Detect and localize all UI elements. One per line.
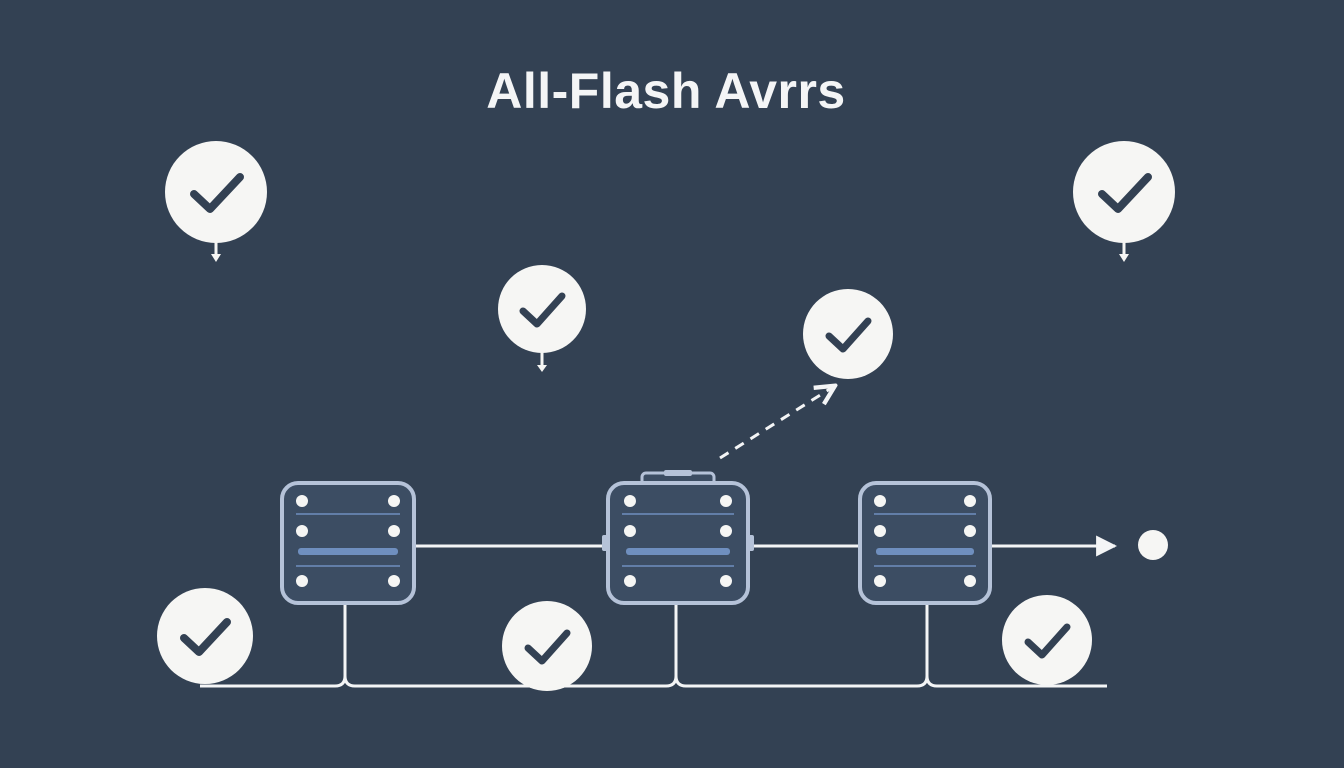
dashed-link xyxy=(719,387,833,460)
check-icon xyxy=(498,265,586,372)
endpoint-dot-icon xyxy=(1138,530,1168,560)
check-icon xyxy=(502,601,592,691)
check-icon xyxy=(803,289,893,379)
check-icon xyxy=(1002,595,1092,685)
diagram-title: All-Flash Avrrs xyxy=(486,63,846,119)
storage-array-icon xyxy=(602,470,754,605)
storage-array-icon xyxy=(858,481,992,605)
check-icon xyxy=(157,588,253,684)
bottom-bus xyxy=(200,604,1107,688)
check-icon xyxy=(165,141,267,262)
storage-array-icon xyxy=(280,481,416,605)
connection-lines xyxy=(200,387,1118,688)
check-icon xyxy=(1073,141,1175,262)
